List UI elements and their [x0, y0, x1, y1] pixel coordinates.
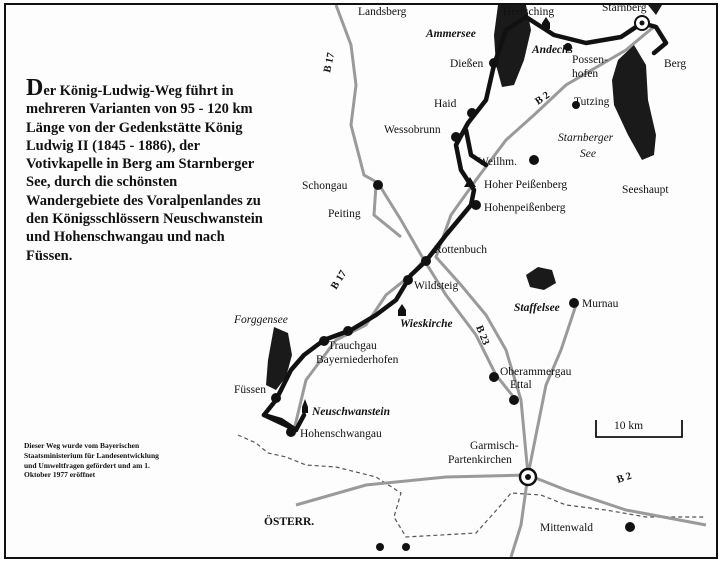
label-berg: Berg	[664, 58, 686, 70]
label-haid: Haid	[434, 98, 457, 110]
label-possenhofen-2: hofen	[572, 68, 598, 80]
label-schongau: Schongau	[302, 180, 348, 192]
road-garmisch-west	[295, 473, 529, 507]
map-canvas: 10 km Landsberg Herrsching Starnberg Amm…	[233, 5, 707, 557]
dot-hohenschwangau	[286, 427, 296, 437]
label-ammersee: Ammersee	[425, 28, 476, 40]
dot-wessobrunn	[451, 132, 461, 142]
dot-possenhofen	[564, 43, 572, 51]
road-labels: B 17 B 17 B 2 B 23 B 2	[322, 52, 633, 486]
church-wieskirche-icon	[398, 304, 406, 316]
road-label-b17-north: B 17	[322, 52, 337, 74]
label-forggensee: Forggensee	[233, 314, 288, 326]
church-andechs-icon	[542, 17, 550, 29]
label-oberammergau: Oberammergau	[500, 366, 572, 378]
dot-fuessen	[271, 393, 281, 403]
label-trauchgau: Trauchgau	[328, 340, 377, 352]
road-b17	[292, 5, 426, 431]
road-murnau	[526, 304, 578, 476]
town-dots	[271, 43, 635, 551]
label-tutzing: Tutzing	[574, 96, 610, 108]
road-label-b2-south: B 2	[616, 471, 634, 486]
lake-ammersee	[494, 5, 531, 87]
trail-west	[463, 127, 489, 168]
label-mittenwald: Mittenwald	[540, 522, 593, 534]
label-landsberg: Landsberg	[358, 6, 407, 18]
label-herrsching: Herrsching	[503, 6, 554, 18]
label-bayerniederhofen: Bayerniederhofen	[316, 354, 399, 366]
label-neuschwanstein: Neuschwanstein	[311, 406, 390, 418]
scale-label: 10 km	[614, 420, 643, 432]
label-peiting: Peiting	[328, 208, 361, 220]
castle-neuschwanstein-icon	[302, 399, 308, 413]
label-hohenschwangau: Hohenschwangau	[300, 428, 382, 440]
lake-north-strip	[648, 5, 662, 15]
label-weilheim: Weilhm.	[478, 156, 517, 168]
place-labels: Landsberg Herrsching Starnberg Ammersee …	[233, 5, 686, 534]
dot-mittenwald	[625, 522, 635, 532]
dot-trauchgau	[343, 326, 353, 336]
label-seeshaupt: Seeshaupt	[622, 184, 669, 196]
intro-body: er König-Ludwig-Weg führt in mehreren Va…	[26, 83, 263, 264]
lakes	[266, 5, 662, 390]
label-wessobrunn: Wessobrunn	[384, 124, 441, 136]
label-murnau: Murnau	[582, 298, 619, 310]
dot-hohenpeissenberg	[471, 200, 481, 210]
road-south	[509, 474, 530, 557]
label-staffelsee: Staffelsee	[514, 302, 560, 314]
road-b23	[422, 259, 518, 401]
map-frame: 10 km Landsberg Herrsching Starnberg Amm…	[4, 3, 718, 559]
road-garmisch-mittenwald	[527, 473, 707, 527]
label-starnberger-see-1: Starnberger	[558, 132, 614, 144]
border-line	[237, 434, 706, 538]
label-diessen: Dießen	[450, 58, 483, 70]
scale-bar: 10 km	[595, 420, 683, 438]
label-ettal: Ettal	[510, 379, 532, 391]
roads	[292, 5, 707, 557]
label-wildsteig: Wildsteig	[414, 280, 459, 292]
label-starnberg: Starnberg	[602, 5, 647, 14]
dot-bottom-1	[376, 543, 384, 551]
mountain-hoher-peissenberg-icon	[464, 177, 476, 187]
label-garmisch-2: Partenkirchen	[448, 454, 512, 466]
dot-bottom-2	[402, 543, 410, 551]
dot-tutzing	[572, 101, 580, 109]
dot-haid	[467, 108, 477, 118]
dot-oberammergau	[489, 372, 499, 382]
dot-rottenbuch	[421, 256, 431, 266]
road-label-b2-north: B 2	[533, 90, 552, 108]
dot-ettal	[509, 395, 519, 405]
funding-note: Dieser Weg wurde vom Bayerischen Staatsm…	[24, 441, 159, 480]
label-fuessen: Füssen	[234, 384, 266, 396]
dot-diessen	[489, 58, 499, 68]
lake-staffelsee	[526, 267, 556, 290]
label-andechs: Andechs	[531, 44, 573, 56]
label-possenhofen-1: Possen-	[572, 54, 608, 66]
dot-schongau	[373, 180, 383, 190]
dot-wildsteig	[403, 275, 413, 285]
trail	[261, 14, 669, 433]
label-garmisch-1: Garmisch-	[470, 440, 519, 452]
intro-dropcap: D	[26, 75, 44, 101]
label-wieskirche: Wieskirche	[400, 318, 453, 330]
road-label-b17-south: B 17	[329, 269, 349, 292]
dot-murnau	[569, 298, 579, 308]
label-hoher-peissenberg: Hoher Peißenberg	[484, 179, 567, 191]
label-oesterreich: ÖSTERR.	[264, 514, 314, 528]
intro-text: Der König-Ludwig-Weg führt in mehreren V…	[26, 76, 264, 265]
road-b2	[434, 23, 657, 476]
road-peiting	[372, 184, 402, 239]
dot-weilheim	[529, 155, 539, 165]
city-rings	[518, 15, 650, 487]
label-starnberger-see-2: See	[580, 148, 596, 160]
lake-starnberger-see	[612, 45, 656, 160]
label-rottenbuch: Rottenbuch	[434, 244, 487, 256]
trail-hohenschwangau	[261, 412, 307, 433]
symbols	[302, 17, 550, 413]
lake-forggensee	[266, 327, 292, 390]
label-hohenpeissenberg: Hohenpeißenberg	[484, 202, 566, 214]
dot-trauchgau-west	[319, 336, 329, 346]
